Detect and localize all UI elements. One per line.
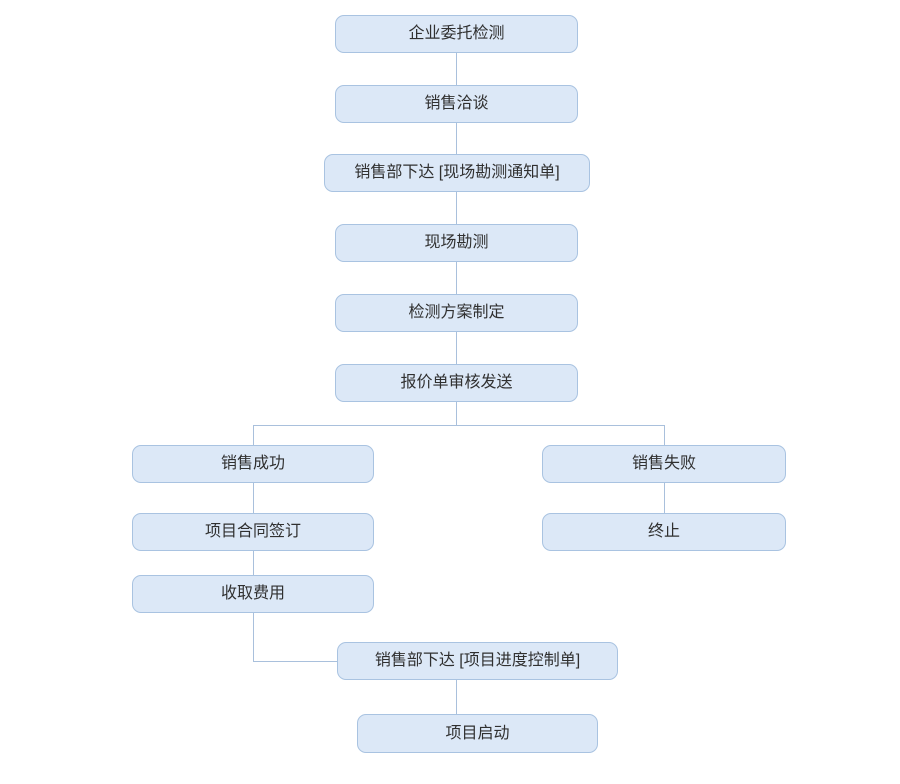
flow-node-terminate: 终止: [542, 513, 786, 551]
edge-progress-control-to-launch: [456, 680, 457, 714]
edge-contract-to-fee: [253, 551, 254, 575]
flow-node-sales-success: 销售成功: [132, 445, 374, 483]
flow-node-label: 企业委托检测: [408, 25, 505, 42]
flow-node-enterprise-commission-test: 企业委托检测: [335, 15, 578, 53]
flow-node-label: 检测方案制定: [408, 304, 505, 321]
flow-node-test-plan-formulation: 检测方案制定: [335, 294, 578, 332]
edge-branch-horizontal: [253, 425, 664, 426]
edge-survey-notice-to-site-survey: [456, 192, 457, 224]
edge-failure-to-terminate: [664, 483, 665, 513]
flow-node-label: 销售洽谈: [424, 95, 489, 112]
flow-node-sales-failure: 销售失败: [542, 445, 786, 483]
edge-test-plan-to-quotation: [456, 332, 457, 364]
edge-fee-stub-down: [253, 613, 254, 662]
edge-branch-to-failure: [664, 425, 665, 445]
flow-node-sales-dept-issue-progress-control: 销售部下达 [项目进度控制单]: [337, 642, 618, 680]
flow-node-label: 销售部下达 [现场勘测通知单]: [354, 164, 560, 181]
flow-node-label: 现场勘测: [424, 234, 489, 251]
flow-node-label: 项目合同签订: [204, 523, 301, 540]
edge-site-survey-to-test-plan: [456, 262, 457, 294]
edge-negotiation-to-survey-notice: [456, 123, 457, 154]
flow-node-sales-dept-issue-survey-notice: 销售部下达 [现场勘测通知单]: [324, 154, 590, 192]
flow-node-site-survey: 现场勘测: [335, 224, 578, 262]
edge-branch-to-success: [253, 425, 254, 445]
edge-fee-to-progress-control: [253, 661, 337, 662]
flow-node-label: 销售失败: [631, 455, 696, 472]
flow-node-label: 报价单审核发送: [400, 374, 513, 391]
flow-node-project-launch: 项目启动: [357, 714, 598, 753]
edge-success-to-contract: [253, 483, 254, 513]
flow-node-fee-collection: 收取费用: [132, 575, 374, 613]
flow-node-label: 项目启动: [445, 724, 510, 742]
flow-node-label: 销售成功: [220, 455, 285, 472]
edge-commission-to-negotiation: [456, 53, 457, 85]
flow-node-sales-negotiation: 销售洽谈: [335, 85, 578, 123]
flow-node-label: 终止: [647, 523, 680, 540]
flow-node-project-contract-signing: 项目合同签订: [132, 513, 374, 551]
flow-node-label: 收取费用: [220, 585, 285, 602]
flow-node-quotation-review-send: 报价单审核发送: [335, 364, 578, 402]
edge-quotation-stub-down: [456, 402, 457, 426]
flow-node-label: 销售部下达 [项目进度控制单]: [374, 652, 581, 669]
